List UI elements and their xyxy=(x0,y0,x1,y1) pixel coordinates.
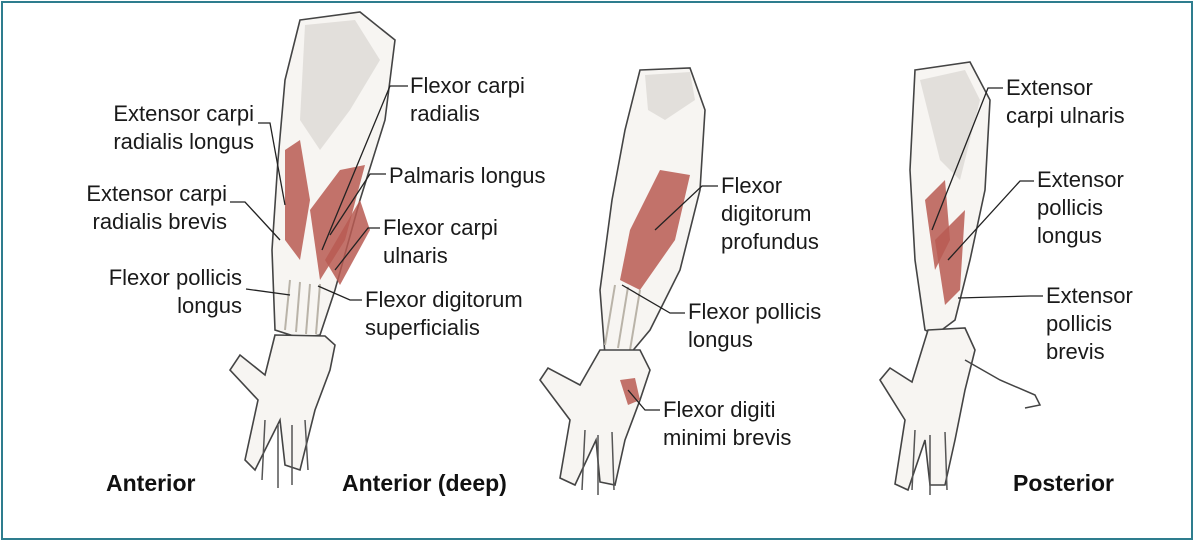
label-extensor-carpi-ulnaris: Extensor carpi ulnaris xyxy=(1006,74,1166,130)
label-flexor-carpi-radialis: Flexor carpi radialis xyxy=(410,72,580,128)
caption-posterior: Posterior xyxy=(1013,470,1114,497)
anterior-forearm xyxy=(230,12,395,488)
label-palmaris-longus: Palmaris longus xyxy=(389,162,589,190)
label-flexor-digiti-minimi-brevis: Flexor digiti minimi brevis xyxy=(663,396,843,452)
label-extensor-carpi-radialis-brevis: Extensor carpi radialis brevis xyxy=(20,180,227,236)
label-flexor-digitorum-superficialis: Flexor digitorum superficialis xyxy=(365,286,565,342)
caption-anterior-deep: Anterior (deep) xyxy=(342,470,507,497)
label-flexor-pollicis-longus-deep: Flexor pollicis longus xyxy=(688,298,868,354)
label-extensor-carpi-radialis-longus: Extensor carpi radialis longus xyxy=(54,100,254,156)
label-flexor-pollicis-longus-anterior: Flexor pollicis longus xyxy=(30,264,242,320)
caption-anterior: Anterior xyxy=(106,470,195,497)
label-flexor-carpi-ulnaris: Flexor carpi ulnaris xyxy=(383,214,553,270)
label-flexor-digitorum-profundus: Flexor digitorum profundus xyxy=(721,172,861,256)
label-extensor-pollicis-brevis: Extensor pollicis brevis xyxy=(1046,282,1176,366)
label-extensor-pollicis-longus: Extensor pollicis longus xyxy=(1037,166,1177,250)
